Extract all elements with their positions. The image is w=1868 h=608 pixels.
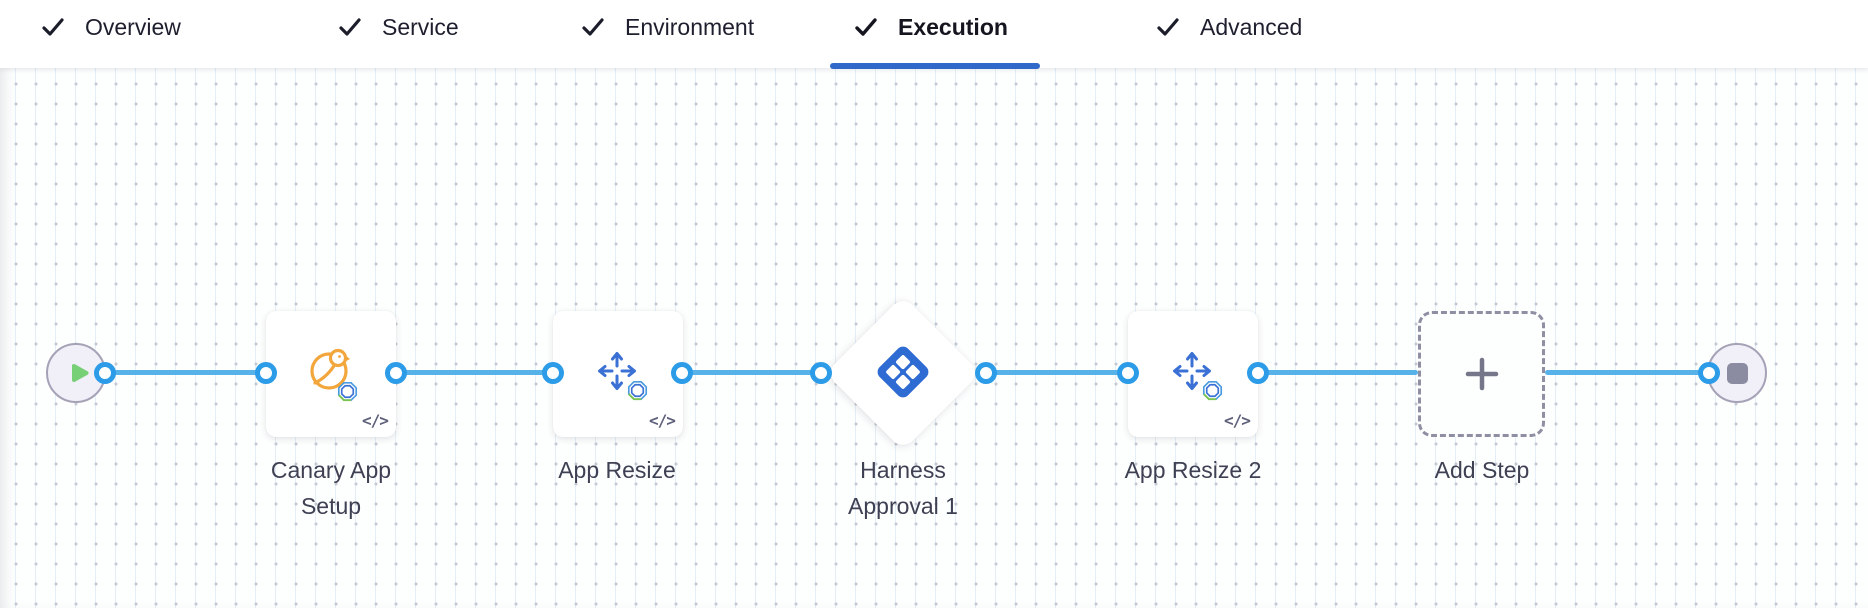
add-step-label: Add Step (1434, 457, 1530, 483)
code-icon[interactable]: </> (1224, 411, 1251, 430)
port-resize2-in[interactable] (1117, 362, 1139, 384)
tab-service-label: Service (382, 13, 459, 40)
port-resize1-out[interactable] (671, 362, 693, 384)
plus-icon (1465, 357, 1498, 391)
edge-start-to-canary (105, 370, 266, 375)
edge-approval-to-resize2 (986, 370, 1128, 375)
stop-icon (1726, 362, 1748, 384)
tab-environment[interactable]: Environment (580, 10, 754, 44)
port-approval-out[interactable] (975, 362, 997, 384)
code-icon[interactable]: </> (362, 411, 389, 430)
step-app-resize-2[interactable] (1128, 311, 1258, 437)
tab-advanced-label: Advanced (1200, 13, 1303, 40)
code-icon[interactable]: </> (649, 411, 676, 430)
port-canary-in[interactable] (255, 362, 277, 384)
tab-advanced[interactable]: Advanced (1155, 10, 1302, 44)
step-app-resize[interactable] (553, 311, 683, 437)
active-tab-underline (830, 63, 1040, 69)
check-icon (1157, 18, 1179, 36)
step-label-canary-app-setup: Canary App Setup (270, 457, 392, 519)
tab-service[interactable]: Service (337, 10, 459, 44)
check-icon (582, 18, 604, 36)
tab-execution[interactable]: Execution (853, 10, 1008, 44)
tab-overview[interactable]: Overview (40, 10, 181, 44)
tab-environment-label: Environment (625, 13, 755, 40)
port-end-in[interactable] (1698, 362, 1720, 384)
edge-resize2-to-addstep (1258, 370, 1418, 375)
add-step-button[interactable] (1418, 311, 1545, 437)
check-icon (42, 18, 64, 36)
edge-addstep-to-end (1545, 370, 1709, 375)
edge-resize1-to-approval (682, 370, 821, 375)
edge-canary-to-resize1 (396, 370, 553, 375)
port-start-out[interactable] (94, 362, 116, 384)
step-label-harness-approval: Harness Approval 1 (848, 457, 958, 519)
step-label-app-resize-2: App Resize 2 (1124, 457, 1262, 483)
play-icon (71, 364, 88, 382)
tab-execution-label: Execution (898, 13, 1008, 40)
port-resize2-out[interactable] (1247, 362, 1269, 384)
port-canary-out[interactable] (385, 362, 407, 384)
step-label-app-resize: App Resize (558, 457, 676, 483)
port-approval-in[interactable] (810, 362, 832, 384)
pipeline-config-tab-bar: Overview Service Environment Execution A… (0, 0, 1868, 68)
port-resize1-in[interactable] (542, 362, 564, 384)
check-icon (339, 18, 361, 36)
check-icon (855, 18, 877, 36)
tab-overview-label: Overview (85, 13, 181, 40)
